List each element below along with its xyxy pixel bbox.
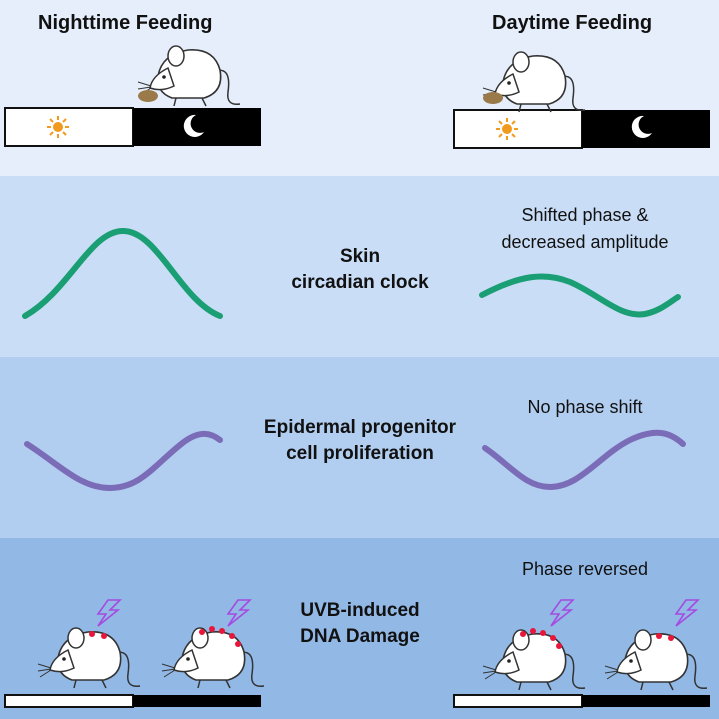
dna-damage-dots [199, 626, 241, 647]
uvb-row-label: UVB-induced DNA Damage [300, 600, 420, 647]
dna-damage-dots [89, 631, 107, 639]
uv-lightning-icon [675, 599, 699, 627]
uvb-night-light-dark-bar [4, 694, 261, 708]
mouse-icon [161, 626, 265, 689]
clock-wave-day [479, 273, 681, 318]
uvb-day-light-dark-bar [453, 694, 710, 708]
mouse-icon [137, 45, 241, 107]
mouse-icon [482, 628, 586, 691]
proliferation-row-label: Epidermal progenitor cell proliferation [263, 417, 457, 464]
night-feeding-light-dark-bar [4, 107, 261, 147]
sun-icon [46, 115, 70, 139]
circadian-clock-band [0, 176, 719, 357]
clock-row-label: Skin circadian clock [291, 246, 429, 293]
mouse-icon [604, 629, 708, 691]
uv-lightning-icon [97, 599, 121, 627]
proliferation-band [0, 357, 719, 538]
sun-icon [495, 117, 519, 141]
proliferation-wave-day [482, 429, 686, 491]
food-pellet-icon [138, 90, 158, 102]
nighttime-feeding-title: Nighttime Feeding [38, 12, 213, 34]
food-pellet-icon [483, 92, 503, 104]
clock-wave-night [22, 227, 223, 319]
dna-damage-dots [656, 633, 674, 641]
daytime-feeding-title: Daytime Feeding [492, 12, 653, 34]
day-feeding-light-dark-bar [453, 109, 710, 149]
dna-damage-dots [520, 628, 562, 649]
proliferation-wave-night [24, 430, 223, 492]
uvb-note: Phase reversed [521, 559, 649, 579]
mouse-icon [482, 51, 586, 113]
uv-lightning-icon [550, 599, 574, 627]
clock-shift-note: Shifted phase & decreased amplitude [501, 205, 669, 252]
uv-lightning-icon [227, 599, 251, 627]
proliferation-note: No phase shift [527, 397, 643, 417]
dna-damage-band [0, 538, 719, 719]
mouse-icon [37, 627, 141, 689]
